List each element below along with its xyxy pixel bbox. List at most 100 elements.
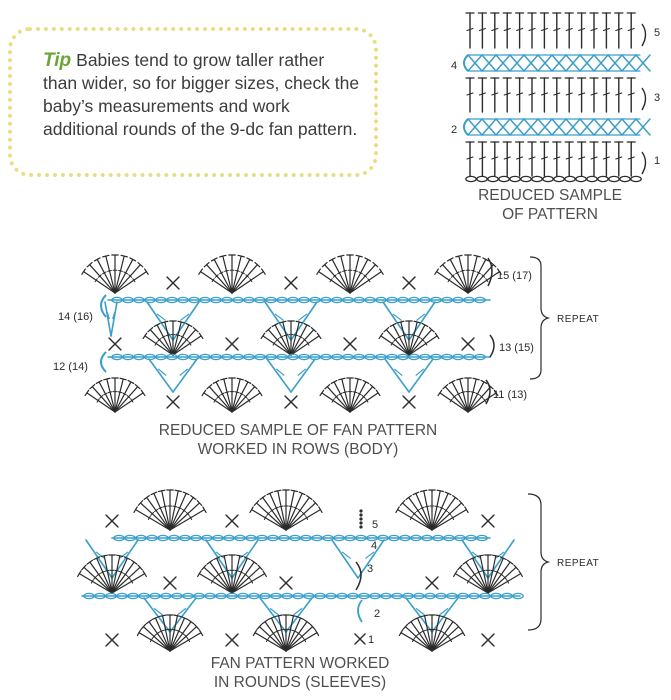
d2-fan-bot0-x1 bbox=[99, 395, 104, 399]
d2-fan-bot2-x2 bbox=[338, 392, 343, 396]
d3-fan-mid0-cap10 bbox=[142, 570, 147, 578]
d2-fan-top0-cap6 bbox=[129, 257, 137, 262]
d3-v4-3-rx bbox=[495, 551, 505, 559]
d2-fan-top2-st0 bbox=[317, 271, 351, 294]
diagram3-caption-line2: IN ROUNDS (SLEEVES) bbox=[213, 674, 387, 691]
d2-fan-mid2-st3 bbox=[400, 321, 410, 356]
d2-v12-0-l bbox=[148, 358, 174, 393]
d3-fan-top2-x3 bbox=[420, 506, 425, 510]
d2-fan-bot2-cap0 bbox=[319, 389, 325, 397]
d2-fan-top2-x1 bbox=[332, 274, 337, 278]
d3-fan-bot2-st0 bbox=[400, 632, 433, 652]
d2-fan-mid0-st0 bbox=[144, 335, 174, 356]
d2-fan-mid1-cap1 bbox=[265, 326, 272, 333]
d2-fan-mid1-cap8 bbox=[316, 332, 322, 340]
d2-fan-bot3-st3 bbox=[459, 378, 469, 413]
d3-fan-bot1-x4 bbox=[279, 628, 284, 631]
round-label-2: 2 bbox=[374, 608, 380, 620]
d3-fan-mid2-cap6 bbox=[492, 554, 500, 558]
d2-fan-top0-cap3 bbox=[102, 254, 110, 258]
d3-fan-bot0-cap8 bbox=[187, 619, 195, 625]
d3-fan-bot1-cap2 bbox=[261, 619, 269, 625]
d2-fan-bot1-st6 bbox=[231, 381, 249, 413]
d1-r4 bbox=[467, 54, 483, 72]
d3-x-bot1-b bbox=[225, 633, 239, 647]
d2-fan-bot2-x7 bbox=[361, 395, 366, 399]
d3-fan-top0-x3 bbox=[158, 506, 163, 510]
d3-fan-bot1-st8 bbox=[285, 621, 308, 652]
d2-fan-bot2-cap7 bbox=[369, 383, 376, 390]
d3-fan-mid2-cap3 bbox=[469, 556, 477, 561]
d1-r2 bbox=[481, 118, 497, 136]
d3-fan-bot0-x6 bbox=[172, 628, 177, 631]
d1-chain bbox=[531, 175, 543, 183]
d3-v4-2-r bbox=[357, 539, 385, 579]
d1-chain bbox=[520, 175, 532, 183]
d2-turn14 bbox=[100, 294, 107, 318]
d3-fan-bot1-x8 bbox=[296, 631, 301, 636]
fan-rounds-diagram bbox=[77, 489, 524, 652]
d3-fan-top0-cap4 bbox=[158, 489, 166, 493]
d2-fan-bot0-st8 bbox=[114, 392, 144, 413]
d2-fan-top3-st7 bbox=[467, 264, 494, 294]
d2-fan-top3-x3 bbox=[460, 269, 465, 272]
d1-r4 bbox=[593, 54, 609, 72]
d3-fan-bot1-st3 bbox=[270, 617, 287, 652]
d2-fan-top0-x1 bbox=[97, 274, 102, 278]
d1-r3-st12-bar bbox=[615, 92, 623, 96]
d2-fan-mid1-x1 bbox=[275, 338, 280, 342]
d3-fan-bot1-st7 bbox=[285, 617, 302, 652]
d2-fan-bot1-cap2 bbox=[212, 379, 220, 385]
d1-r1-st2-bar bbox=[491, 156, 499, 160]
repeat-label-2: REPEAT bbox=[557, 558, 599, 569]
d2-fan-mid0-cap1 bbox=[147, 326, 154, 333]
d3-fan-mid1-st3 bbox=[216, 557, 233, 594]
diagram2-caption-line1: REDUCED SAMPLE OF FAN PATTERN bbox=[158, 422, 438, 439]
d2-fan-bot0-cap1 bbox=[89, 383, 96, 390]
d2-fan-bot0-st0 bbox=[86, 392, 116, 413]
d3-fan-bot2-cap3 bbox=[413, 616, 422, 620]
d1-r3-st13-bar bbox=[627, 92, 635, 96]
d1-r3-st11-bar bbox=[602, 92, 610, 96]
diagram3-caption: FAN PATTERN WORKED IN ROUNDS (SLEEVES) bbox=[150, 654, 450, 692]
d1-r1-st9-bar bbox=[578, 156, 586, 160]
d3-slip-dot4 bbox=[359, 525, 363, 529]
d3-fan-top1-st7 bbox=[285, 492, 303, 531]
d1-r4 bbox=[579, 54, 595, 72]
d2-fan-top2-x6 bbox=[358, 271, 363, 275]
d2-fan-bot2-x3 bbox=[342, 391, 348, 394]
d2-fan-top2-cap2 bbox=[328, 257, 336, 262]
d2-fan-top0-cap1 bbox=[86, 261, 93, 268]
d2-fan-bot2-x5 bbox=[352, 391, 358, 394]
d1-r4 bbox=[565, 54, 581, 72]
d2-fan-bot1-st5 bbox=[231, 378, 241, 413]
d3-fan-mid1-cap6 bbox=[236, 554, 244, 558]
d2-fan-top2-cap1 bbox=[321, 261, 328, 268]
d2-fan-top1-x8 bbox=[249, 278, 253, 283]
d1-r2 bbox=[565, 118, 581, 136]
d2-fan-top1-x3 bbox=[224, 269, 229, 272]
d2-fan-bot2-x6 bbox=[357, 392, 362, 396]
d2-fan-bot3-cap3 bbox=[456, 377, 464, 381]
d1-r3-st8-bar bbox=[565, 92, 573, 96]
d3-fan-mid2-x9 bbox=[503, 575, 507, 580]
d3-fan-top1-x0 bbox=[263, 515, 267, 520]
d3-x-bot2-b bbox=[481, 633, 495, 647]
d2-fan-top1-st5 bbox=[231, 255, 242, 294]
d3-fan-mid0-x8 bbox=[123, 572, 128, 577]
d2-fan-bot0-st6 bbox=[114, 381, 132, 413]
d2-fan-bot0-st7 bbox=[114, 386, 139, 413]
diagram2-caption-line2: WORKED IN ROWS (BODY) bbox=[197, 441, 399, 458]
d1-r2 bbox=[509, 118, 525, 136]
diagram3-caption-line1: FAN PATTERN WORKED bbox=[210, 655, 390, 672]
d1-chain bbox=[509, 175, 521, 183]
d3-fan-top1-cap6 bbox=[290, 489, 298, 493]
d2-fan-top3-x2 bbox=[455, 271, 460, 275]
d2-x-mid2-b bbox=[343, 337, 357, 351]
d2-fan-mid1-st0 bbox=[262, 335, 292, 356]
d1-r3-st9-bar bbox=[578, 92, 586, 96]
d3-fan-mid2-st4 bbox=[479, 555, 489, 594]
d3-fan-mid0-st9 bbox=[111, 566, 141, 594]
d2-fan-bot3-cap6 bbox=[480, 379, 488, 385]
d2-fan-bot3-st0 bbox=[439, 392, 469, 413]
